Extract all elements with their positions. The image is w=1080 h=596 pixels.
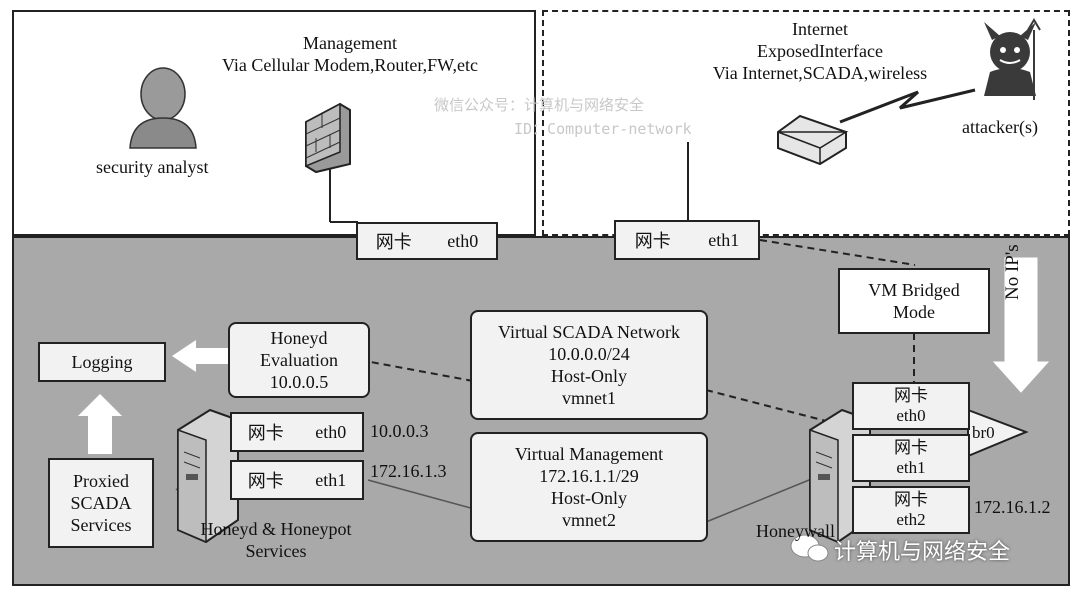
scada-line-1: Virtual SCADA Network bbox=[498, 322, 680, 342]
wechat-watermark: 微信公众号：计算机与网络安全 bbox=[434, 96, 645, 114]
virtual-management-box: Virtual Management 172.16.1.1/29 Host-On… bbox=[470, 432, 708, 542]
no-ips-label: No IP's bbox=[1002, 210, 1024, 300]
attacker-icon bbox=[984, 18, 1041, 100]
honeyd-nic-eth0: 网卡 eth0 bbox=[230, 412, 364, 452]
brand-watermark: 计算机与网络安全 bbox=[834, 540, 1011, 565]
person-icon bbox=[129, 67, 197, 149]
nic-iface: eth2 bbox=[896, 510, 926, 529]
mgmt-line-3: Host-Only bbox=[551, 488, 627, 508]
vm-bridged-line-1: VM Bridged bbox=[868, 280, 960, 300]
nic-eth0-management: 网卡 eth0 bbox=[356, 222, 498, 260]
nic-iface: eth1 bbox=[315, 469, 347, 490]
honeyd-services-label: Honeyd & Honeypot Services bbox=[176, 518, 376, 562]
scada-line-4: vmnet1 bbox=[562, 388, 616, 408]
id-watermark: ID：Computer-network bbox=[514, 120, 692, 138]
management-line-2: Via Cellular Modem,Router,FW,etc bbox=[222, 55, 478, 75]
nic-iface: eth0 bbox=[315, 421, 347, 442]
firewall-icon bbox=[305, 102, 351, 174]
nic-iface: eth0 bbox=[447, 230, 479, 251]
mgmt-line-1: Virtual Management bbox=[514, 444, 664, 464]
internet-line-2: ExposedInterface bbox=[757, 41, 883, 61]
nic-label: 网卡 bbox=[894, 438, 928, 457]
proxied-scada-services-box: Proxied SCADA Services bbox=[48, 458, 154, 548]
scada-line-3: Host-Only bbox=[551, 366, 627, 386]
nic-eth1-internet: 网卡 eth1 bbox=[614, 220, 760, 260]
internet-line-1: Internet bbox=[792, 19, 848, 39]
nic-iface: eth1 bbox=[896, 458, 926, 477]
vm-bridged-line-2: Mode bbox=[893, 302, 935, 322]
security-analyst-label: security analyst bbox=[96, 157, 209, 177]
nic-label: 网卡 bbox=[894, 490, 928, 509]
honeyd-eval-line-2: Evaluation bbox=[260, 350, 338, 370]
br0-label: br0 bbox=[972, 423, 995, 442]
honeyd-evaluation-box: Honeyd Evaluation 10.0.0.5 bbox=[228, 322, 370, 398]
virtual-scada-network-box: Virtual SCADA Network 10.0.0.0/24 Host-O… bbox=[470, 310, 708, 420]
honeywall-nic-eth0: 网卡 eth0 bbox=[852, 382, 970, 430]
mgmt-line-4: vmnet2 bbox=[562, 510, 616, 530]
honeyd-services-line-2: Services bbox=[245, 541, 307, 561]
internet-title: Internet ExposedInterface Via Internet,S… bbox=[680, 18, 960, 84]
honeywall-nic-eth2: 网卡 eth2 bbox=[852, 486, 970, 534]
proxied-line-2: SCADA bbox=[70, 493, 132, 513]
honeyd-nic-eth1: 网卡 eth1 bbox=[230, 460, 364, 500]
proxied-line-1: Proxied bbox=[73, 471, 129, 491]
honeyd-eval-line-1: Honeyd bbox=[270, 328, 328, 348]
nic-iface: eth0 bbox=[896, 406, 926, 425]
honeyd-server-icon bbox=[177, 408, 239, 544]
nic-label: 网卡 bbox=[375, 232, 412, 252]
honeyd-eth1-ip: 172.16.1.3 bbox=[370, 461, 447, 481]
attacker-label: attacker(s) bbox=[962, 117, 1038, 137]
nic-label: 网卡 bbox=[247, 471, 284, 491]
nic-label: 网卡 bbox=[894, 386, 928, 405]
honeyd-eval-ip: 10.0.0.5 bbox=[269, 372, 329, 392]
management-zone bbox=[12, 10, 536, 236]
honeywall-nic-eth1: 网卡 eth1 bbox=[852, 434, 970, 482]
honeyd-services-line-1: Honeyd & Honeypot bbox=[200, 519, 352, 539]
router-icon bbox=[777, 114, 849, 166]
nic-iface: eth1 bbox=[708, 229, 740, 250]
internet-line-3: Via Internet,SCADA,wireless bbox=[712, 63, 928, 83]
management-line-1: Management bbox=[303, 33, 397, 53]
wechat-icon bbox=[790, 534, 829, 562]
eth2-ip-label: 172.16.1.2 bbox=[974, 497, 1051, 517]
nic-label: 网卡 bbox=[247, 423, 284, 443]
honeyd-eth0-ip: 10.0.0.3 bbox=[370, 421, 429, 441]
proxied-line-3: Services bbox=[70, 515, 132, 535]
logging-box: Logging bbox=[38, 342, 166, 382]
management-title: Management Via Cellular Modem,Router,FW,… bbox=[190, 32, 510, 76]
mgmt-line-2: 172.16.1.1/29 bbox=[539, 466, 639, 486]
nic-label: 网卡 bbox=[634, 231, 671, 251]
no-ips-text: No IP's bbox=[1002, 244, 1023, 300]
scada-line-2: 10.0.0.0/24 bbox=[548, 344, 630, 364]
vm-bridged-mode-box: VM Bridged Mode bbox=[838, 268, 990, 334]
honeywall-label: Honeywall bbox=[756, 521, 835, 541]
